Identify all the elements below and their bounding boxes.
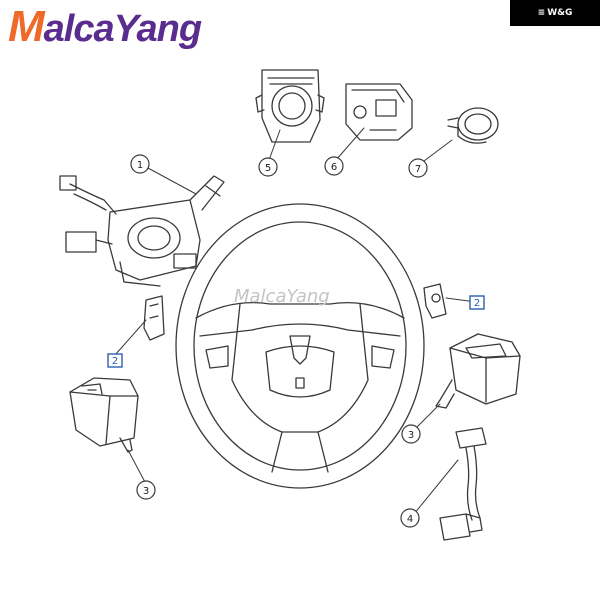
part-ring-adapter <box>447 107 499 144</box>
wing-icon: ≡ <box>537 8 545 18</box>
part-wire-harness <box>439 427 487 541</box>
part-multifunction-switch <box>59 175 225 287</box>
part-clockspring <box>255 69 325 143</box>
corner-badge: ≡ W&G <box>510 0 600 26</box>
callout-label: 1 <box>137 160 143 171</box>
callout-1: 1 <box>130 154 150 174</box>
callout-2-right: 2 <box>469 295 485 310</box>
logo-initial: M <box>8 2 45 51</box>
badge-text: W&G <box>547 8 573 18</box>
callout-label: 3 <box>143 486 149 497</box>
callout-label: 2 <box>474 298 480 309</box>
callout-5: 5 <box>258 157 278 177</box>
callout-2-left: 2 <box>107 353 123 368</box>
part-control-module-left <box>69 377 139 453</box>
part-switch-module <box>345 83 413 141</box>
callout-label: 4 <box>407 514 413 525</box>
steering-wheel <box>175 203 425 489</box>
callout-7: 7 <box>408 158 428 178</box>
part-trim-left <box>143 295 165 341</box>
callout-label: 7 <box>415 164 421 175</box>
part-trim-right <box>423 283 447 319</box>
callout-3-left: 3 <box>136 480 156 500</box>
watermark: MalcaYang <box>234 286 330 307</box>
part-control-module-right <box>435 333 521 409</box>
callout-label: 6 <box>331 162 337 173</box>
callout-label: 3 <box>408 430 414 441</box>
callout-label: 2 <box>112 356 118 367</box>
brand-logo: MalcaYang <box>8 2 202 52</box>
callout-6: 6 <box>324 156 344 176</box>
callout-label: 5 <box>265 163 271 174</box>
callout-4: 4 <box>400 508 420 528</box>
callout-3-right: 3 <box>401 424 421 444</box>
logo-text: alcaYang <box>43 8 202 50</box>
